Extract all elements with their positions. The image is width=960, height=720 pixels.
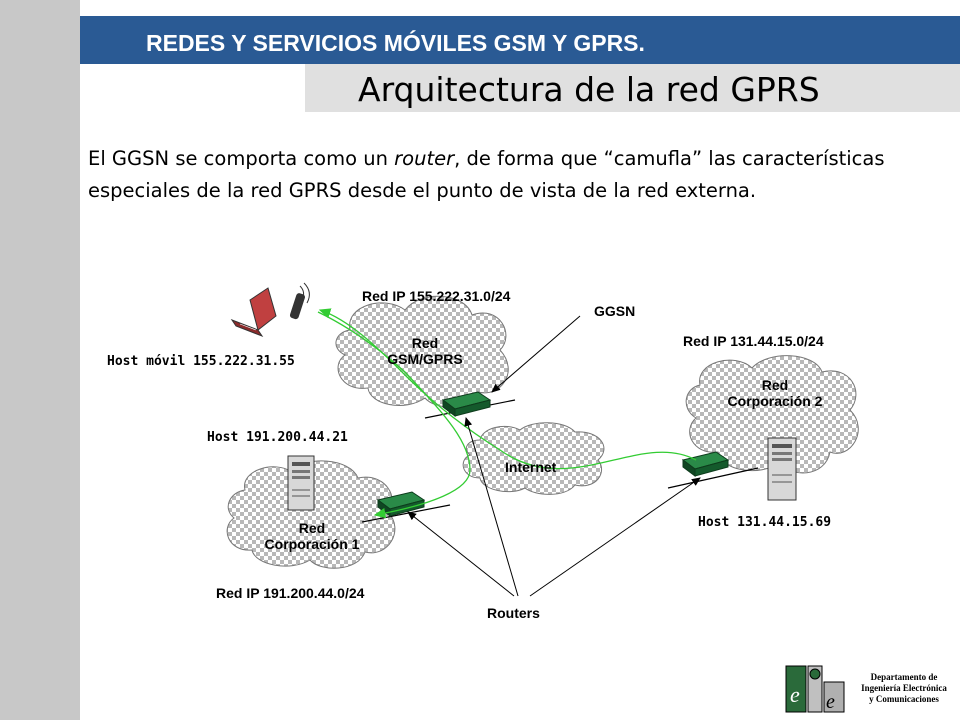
cloud-gsm-gprs — [335, 295, 509, 408]
label-cloud-gsm-gprs: Red GSM/GPRS — [380, 335, 470, 367]
title-box — [305, 64, 960, 112]
router-ggsn-icon — [441, 391, 492, 417]
label-ggsn: GGSN — [594, 303, 636, 319]
data-path-to-corp1 — [318, 308, 697, 470]
svg-text:e: e — [790, 682, 800, 707]
cloud-internet — [462, 422, 605, 495]
server-corp2-icon — [767, 437, 797, 501]
label-host-movil: Host móvil 155.222.31.55 — [107, 354, 295, 369]
label-host-131: Host 131.44.15.69 — [698, 515, 832, 530]
label-cloud-corp1: Red Corporación 1 — [242, 520, 382, 552]
dept-line1: Departamento de — [870, 672, 938, 682]
routers-pointer-gprs — [464, 417, 519, 597]
cloud-corp2-line1: Red — [761, 377, 789, 393]
cloud-corp1-line1: Red — [298, 520, 326, 536]
department-name: Departamento de Ingeniería Electrónica y… — [850, 672, 958, 705]
cloud-corp2-line2: Corporación 2 — [727, 393, 823, 409]
dept-line3: y Comunicaciones — [869, 694, 939, 704]
ggsn-pointer-arrow — [491, 315, 581, 393]
label-internet: Internet — [505, 459, 557, 475]
server-corp1-icon — [287, 455, 315, 511]
header-title: REDES Y SERVICIOS MÓVILES GSM Y GPRS. — [146, 30, 645, 56]
header-bar — [80, 16, 960, 64]
label-host-191: Host 191.200.44.21 — [207, 430, 348, 445]
label-red-ip-corp1: Red IP 191.200.44.0/24 — [216, 585, 365, 601]
cloud-corp1-line2: Corporación 1 — [264, 536, 360, 552]
cloud-gsm-gprs-line2: GSM/GPRS — [387, 351, 463, 367]
routers-pointer-corp1 — [407, 511, 515, 597]
body-text-part1: El GGSN se comporta como un — [88, 147, 395, 170]
svg-text:e: e — [826, 691, 835, 713]
router-corp2-icon — [681, 451, 730, 477]
mobile-host-laptop-phone-icon — [230, 282, 310, 338]
bus-line-corp2 — [667, 467, 759, 489]
label-cloud-corp2: Red Corporación 2 — [705, 377, 845, 409]
cloud-corporacion-2 — [685, 355, 859, 474]
label-routers: Routers — [487, 605, 540, 621]
page-title: Arquitectura de la red GPRS — [358, 70, 820, 109]
label-red-ip-corp2: Red IP 131.44.15.0/24 — [683, 333, 824, 349]
cloud-gsm-gprs-line1: Red — [411, 335, 439, 351]
dept-line2: Ingeniería Electrónica — [861, 683, 947, 693]
body-text-part2: , de forma que “camufla” las característ… — [88, 147, 885, 202]
left-side-strip — [0, 0, 80, 720]
routers-pointer-corp2 — [529, 477, 701, 597]
bus-line-corp1 — [361, 504, 451, 523]
label-red-ip-gprs: Red IP 155.222.31.0/24 — [362, 288, 511, 304]
body-paragraph: El GGSN se comporta como un router, de f… — [88, 143, 908, 207]
data-path-from-gprs — [317, 311, 471, 519]
department-logo: e e — [785, 665, 845, 713]
body-text-emphasis: router — [394, 147, 455, 170]
